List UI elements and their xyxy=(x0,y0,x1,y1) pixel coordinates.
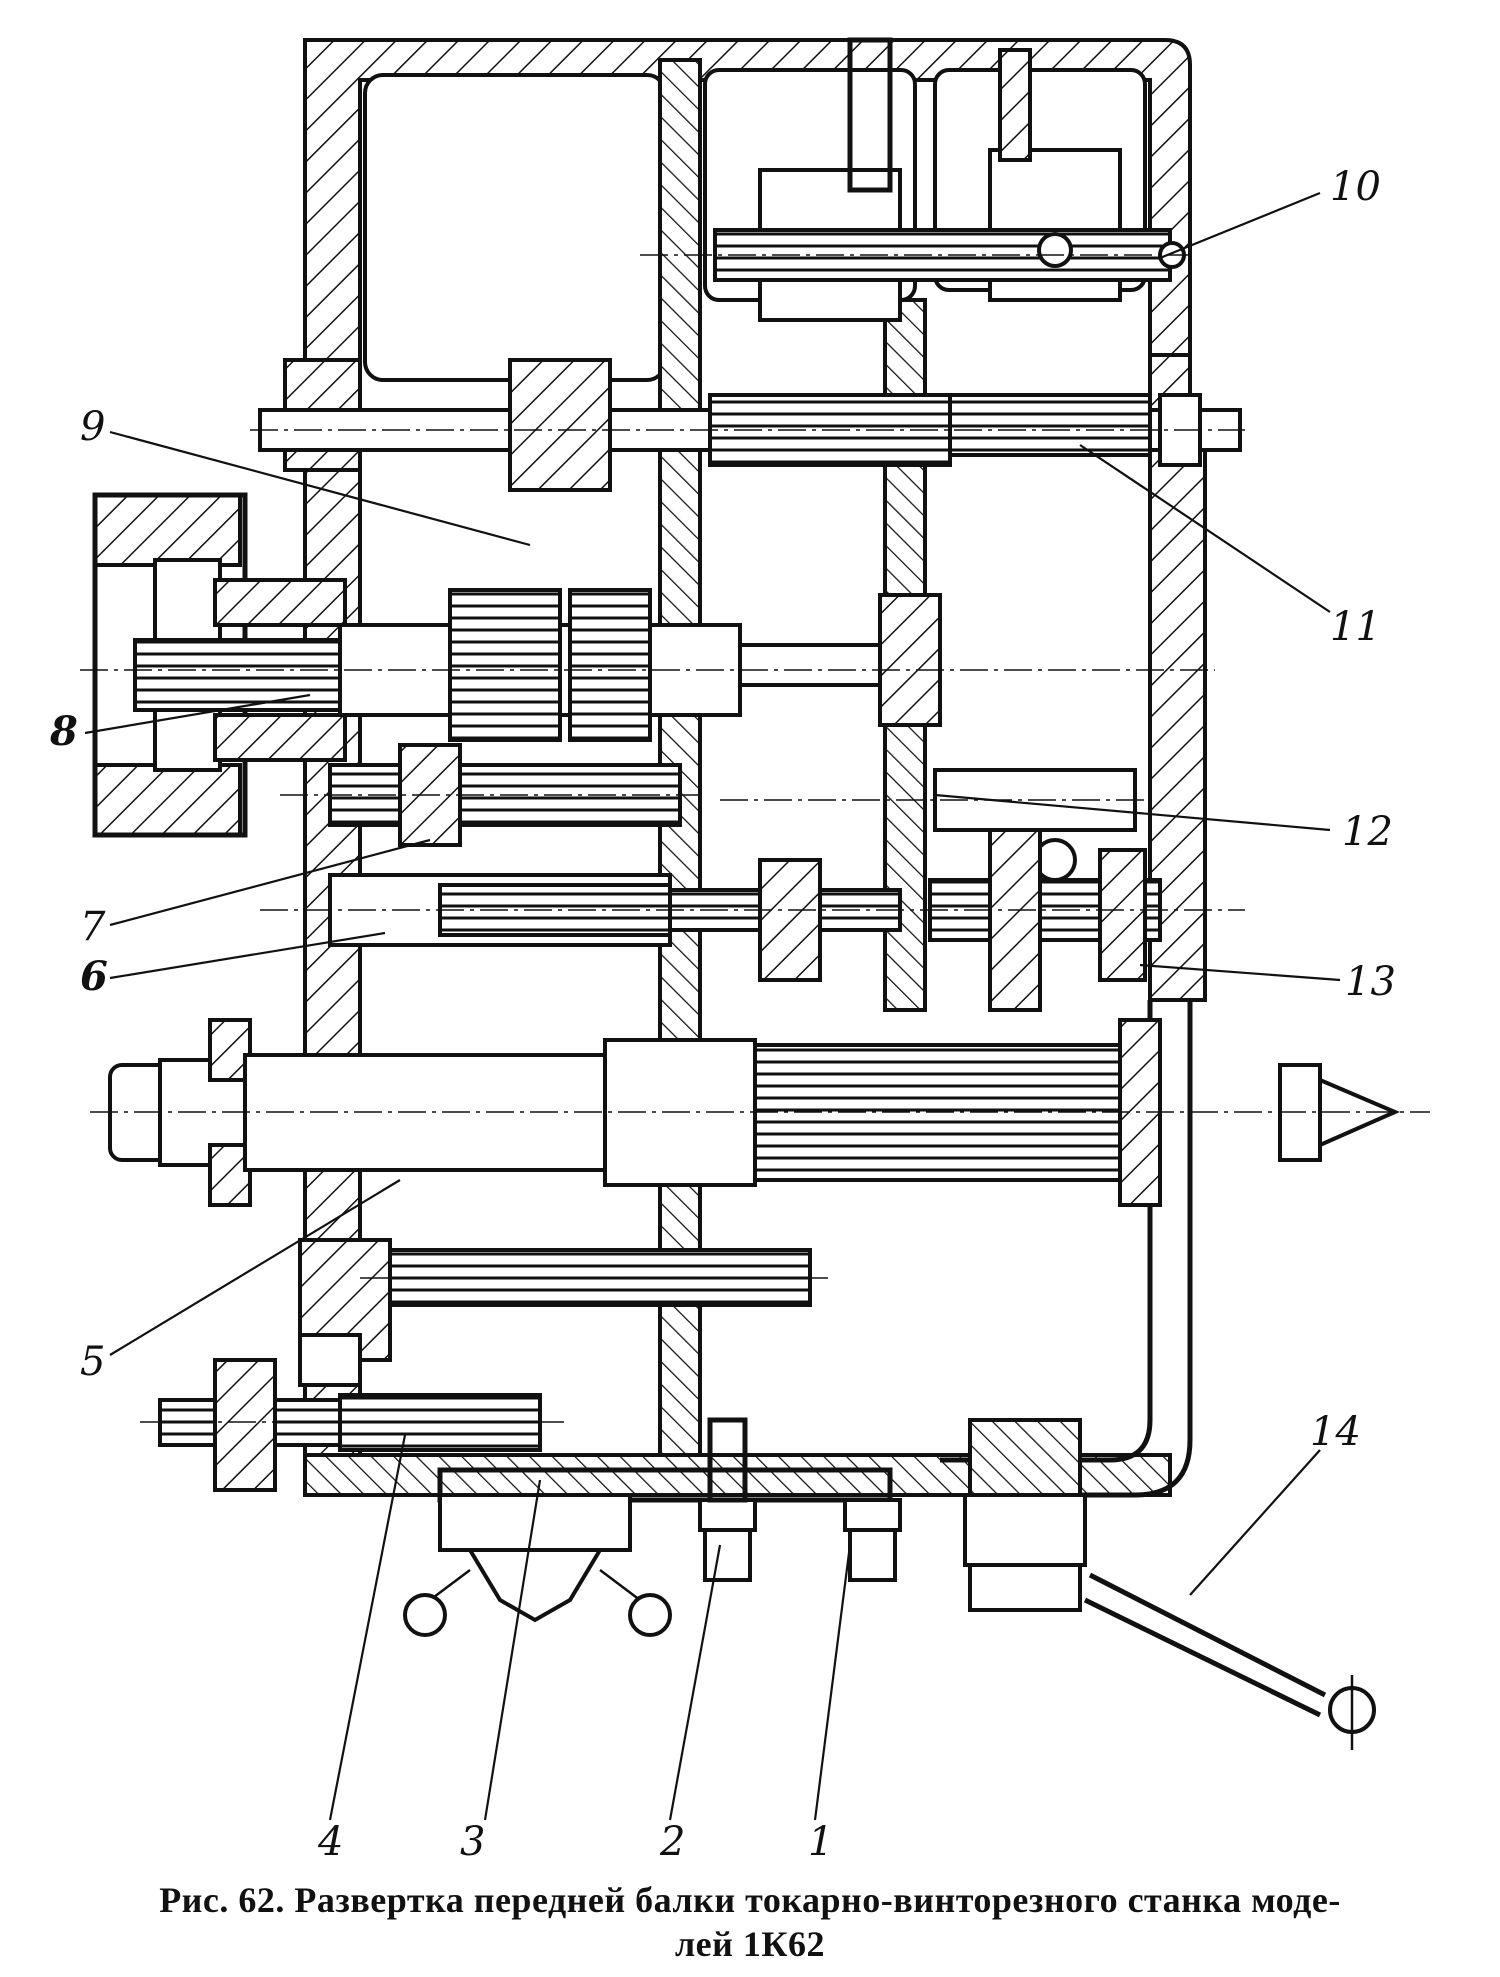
shaft-6-13 xyxy=(260,828,1245,1012)
gearbox-section-drawing: 1 2 3 4 5 6 7 8 9 10 11 12 13 14 xyxy=(49,37,1430,1860)
callout-8: 8 xyxy=(49,708,78,755)
callout-14: 14 xyxy=(1310,1409,1361,1455)
callout-12: 12 xyxy=(1342,809,1393,855)
lower-shafts xyxy=(140,1238,893,1503)
spindle-5 xyxy=(90,1018,1430,1207)
callout-7: 7 xyxy=(80,904,106,950)
shaft-8 xyxy=(80,578,1215,762)
callout-10: 10 xyxy=(1330,164,1381,210)
callout-11: 11 xyxy=(1330,604,1381,650)
bottom-controls xyxy=(403,1417,1376,1750)
callout-leaders xyxy=(84,191,1341,1821)
callout-3: 3 xyxy=(460,1819,485,1860)
callout-13: 13 xyxy=(1345,959,1396,1005)
shaft-12 xyxy=(720,768,1150,882)
callout-2: 2 xyxy=(659,1819,685,1860)
callout-6: 6 xyxy=(80,953,108,1000)
shaft-7 xyxy=(280,743,700,847)
shaft-11 xyxy=(250,358,1245,492)
caption-line-2: лей 1К62 xyxy=(674,1924,826,1964)
figure-caption: Рис. 62. Развертка передней балки токарн… xyxy=(0,1878,1500,1966)
callout-5: 5 xyxy=(80,1339,105,1385)
callout-labels: 1 2 3 4 5 6 7 8 9 10 11 12 13 14 xyxy=(49,164,1396,1860)
callout-9: 9 xyxy=(80,404,105,450)
caption-line-1: Рис. 62. Развертка передней балки токарн… xyxy=(159,1880,1341,1920)
callout-4: 4 xyxy=(317,1819,343,1860)
callout-1: 1 xyxy=(808,1819,833,1860)
